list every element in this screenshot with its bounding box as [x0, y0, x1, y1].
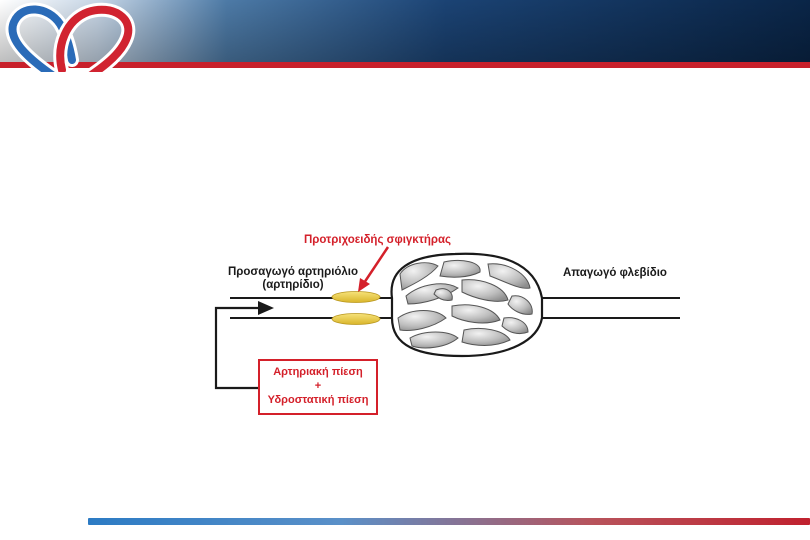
header-banner: [0, 0, 810, 72]
sphincter-label: Προτριχοειδής σφιγκτήρας: [304, 234, 452, 246]
sphincter-pointer-arrowhead: [358, 278, 370, 292]
pressure-line3: Υδροστατική πίεση: [267, 393, 369, 406]
sphincter-pointer-line: [362, 246, 390, 284]
logo-icon: [5, 2, 136, 72]
sphincter-lower: [331, 313, 381, 325]
pressure-box: Αρτηριακή πίεση + Υδροστατική πίεση: [258, 359, 378, 415]
capillary-network: [397, 259, 533, 349]
footer-bar: [88, 518, 810, 525]
afferent-label-line2: (αρτηρίδιο): [262, 279, 324, 292]
efferent-venule-label: Απαγωγό φλεβίδιο: [563, 267, 667, 279]
feedback-loop-line: [214, 306, 258, 390]
header-graphic: [0, 0, 810, 72]
header-red-stripe: [0, 62, 810, 68]
afferent-arteriole-label: Προσαγωγό αρτηριόλιο (αρτηρίδιο): [226, 266, 360, 292]
pressure-plus: +: [314, 380, 322, 393]
pressure-line1: Αρτηριακή πίεση: [273, 366, 363, 379]
sphincter-upper: [331, 291, 381, 303]
flow-arrow-icon: [258, 301, 274, 315]
afferent-label-line1: Προσαγωγό αρτηριόλιο: [227, 266, 359, 278]
